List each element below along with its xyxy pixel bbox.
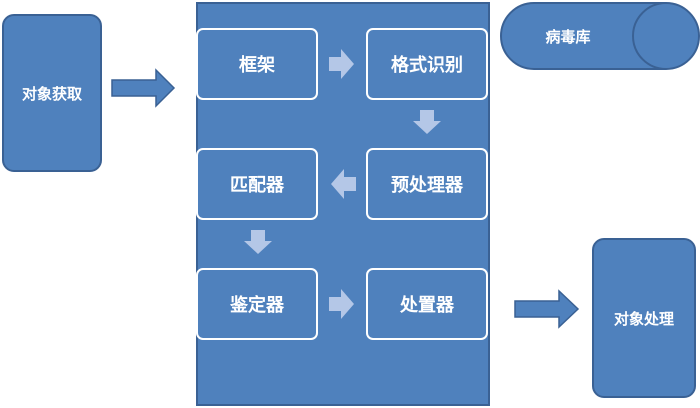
virus-database: 病毒库 <box>500 2 700 70</box>
object-acquisition-label: 对象获取 <box>21 84 82 103</box>
matcher-label: 匹配器 <box>230 175 284 196</box>
arrow-preprocessor-to-matcher <box>331 169 356 199</box>
identifier-label: 鉴定器 <box>230 295 284 316</box>
arrow-identifier-to-handler <box>329 289 354 319</box>
framework-label: 框架 <box>239 55 275 76</box>
virus-database-label: 病毒库 <box>545 27 591 46</box>
arrow-format-to-preprocessor <box>413 110 441 134</box>
arrow-matcher-to-identifier <box>244 230 272 254</box>
format-recognition-label: 格式识别 <box>391 55 463 76</box>
format-recognition-box: 格式识别 <box>366 28 488 100</box>
object-handling-box: 对象处理 <box>592 238 696 398</box>
handler-box: 处置器 <box>366 268 488 340</box>
matcher-box: 匹配器 <box>196 148 318 220</box>
handler-label: 处置器 <box>400 295 454 316</box>
object-handling-label: 对象处理 <box>613 309 674 328</box>
virus-database-shape <box>500 2 700 70</box>
framework-box: 框架 <box>196 28 318 100</box>
preprocessor-box: 预处理器 <box>366 148 488 220</box>
object-acquisition-box: 对象获取 <box>2 14 102 172</box>
identifier-box: 鉴定器 <box>196 268 318 340</box>
preprocessor-label: 预处理器 <box>391 175 463 196</box>
arrow-engine-to-handling <box>514 289 580 329</box>
arrow-acquire-to-engine <box>111 68 176 108</box>
arrow-framework-to-format <box>329 49 354 79</box>
